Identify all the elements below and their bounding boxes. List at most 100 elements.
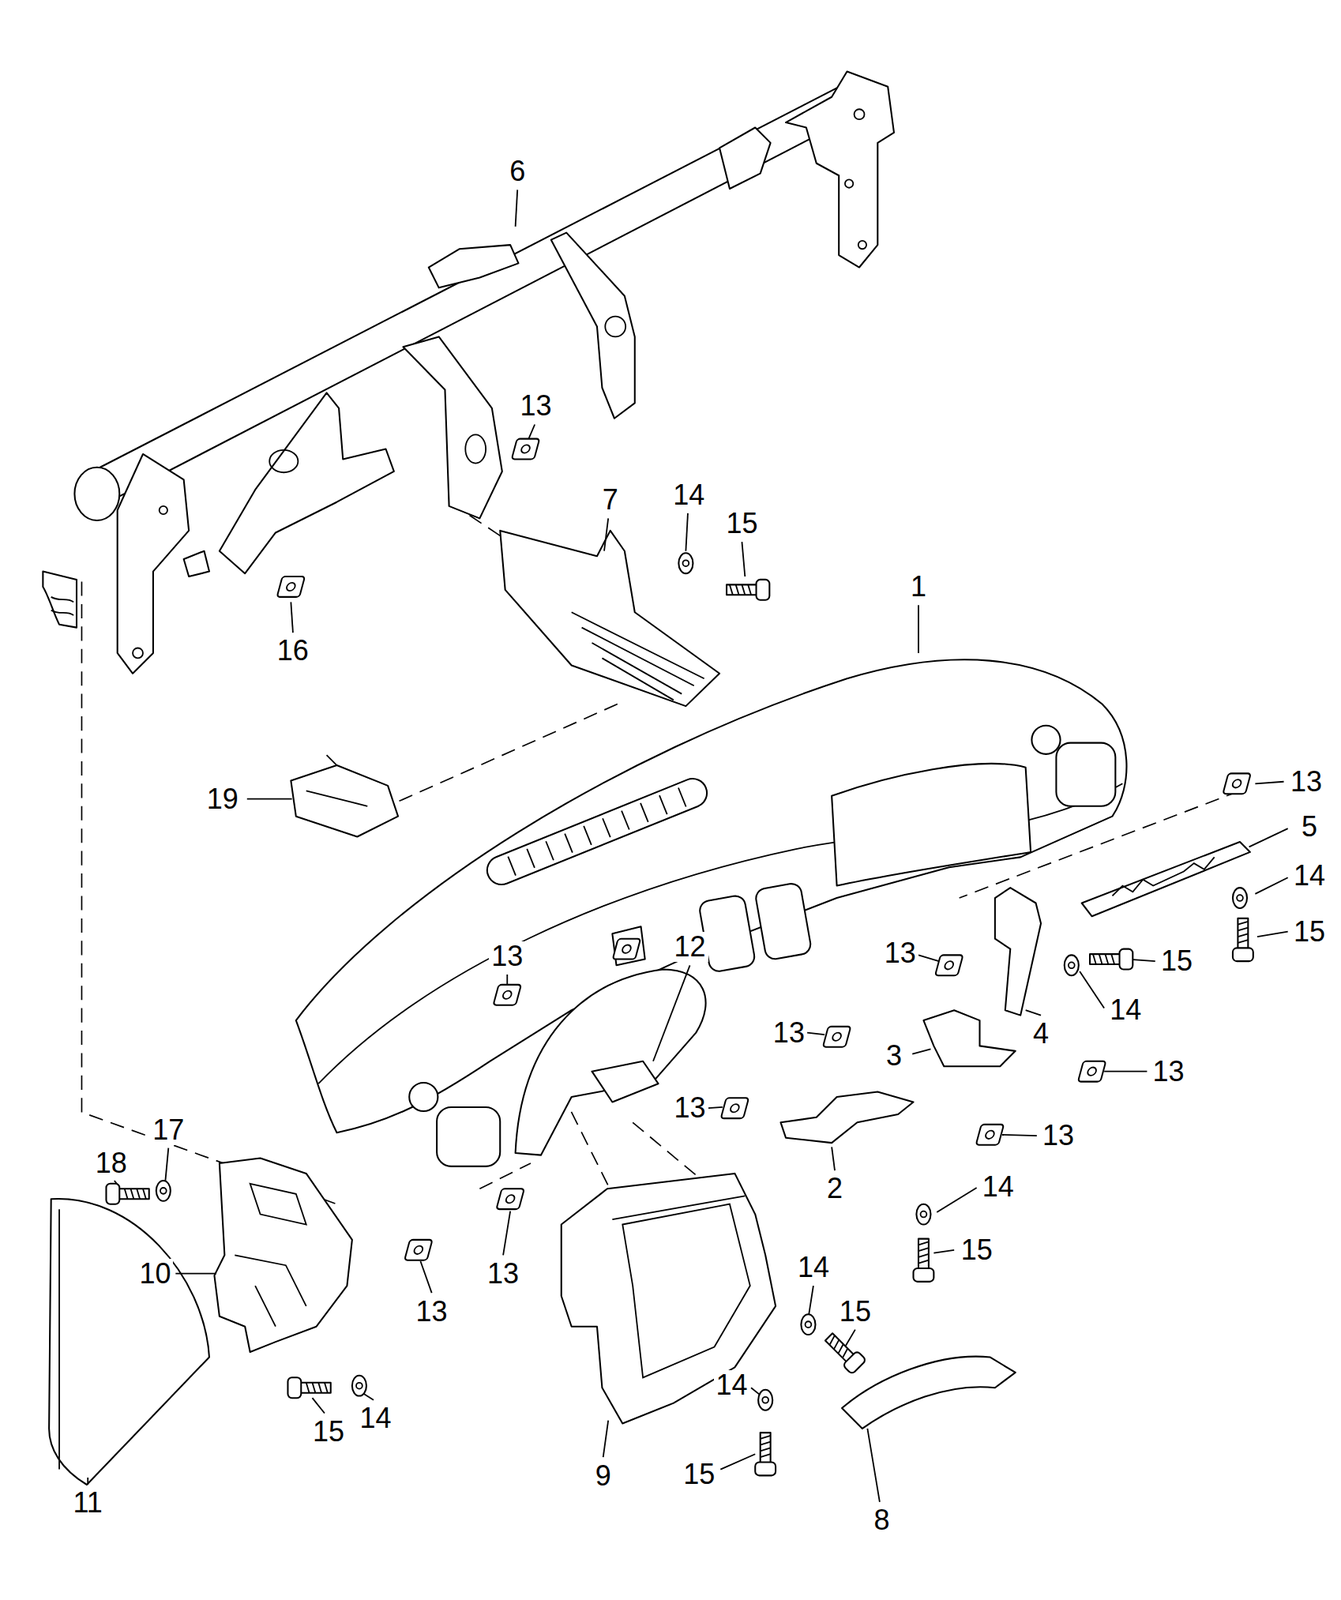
- clip-nut: [493, 984, 522, 1006]
- washer: [683, 559, 690, 567]
- leader-line: [503, 1211, 511, 1256]
- washer: [800, 1314, 816, 1335]
- washer: [352, 1375, 367, 1397]
- air-duct: [499, 530, 720, 707]
- callout-number: 14: [1107, 995, 1144, 1026]
- leader-line: [506, 974, 508, 985]
- leader-line: [685, 513, 688, 552]
- alignment-line: [387, 704, 618, 807]
- callout-number: 13: [770, 1017, 808, 1049]
- leader-line: [845, 1329, 856, 1348]
- leader-line: [912, 1048, 931, 1054]
- callout-number: 17: [150, 1115, 187, 1146]
- washer: [758, 1389, 773, 1411]
- leader-line: [86, 1477, 89, 1485]
- leader-line: [867, 1428, 880, 1503]
- crossbar: [42, 71, 894, 673]
- callout-number: 15: [1158, 946, 1195, 977]
- mount-plate: [234, 1183, 306, 1327]
- callout-number: 15: [1291, 916, 1328, 947]
- alignment-line: [479, 1163, 531, 1189]
- bracket: [995, 887, 1041, 1016]
- callout-number: 14: [357, 1403, 395, 1434]
- leader-line: [175, 1273, 217, 1275]
- callout-number: 14: [670, 480, 707, 511]
- callout-number: 14: [1291, 860, 1328, 891]
- clip-nut: [1222, 773, 1251, 794]
- callout-number: 15: [310, 1416, 347, 1447]
- clip-nut: [976, 1124, 1004, 1146]
- screw: [1232, 918, 1254, 962]
- trim-panel: [561, 1173, 776, 1424]
- leader-line: [917, 604, 920, 654]
- callout-number: 13: [672, 1093, 709, 1124]
- callout-number: 14: [713, 1370, 751, 1401]
- leader-line: [1104, 1070, 1147, 1073]
- bracket: [781, 1092, 914, 1144]
- callout-number: 3: [883, 1040, 905, 1071]
- washer: [678, 552, 693, 574]
- strip: [1111, 856, 1214, 896]
- clip-nut: [1078, 1061, 1106, 1082]
- mount-plate: [214, 1158, 352, 1353]
- leader-line: [1257, 931, 1289, 937]
- leader-line: [1002, 1134, 1037, 1136]
- screw: [105, 1183, 149, 1205]
- leader-line: [1249, 828, 1289, 847]
- washer: [1068, 961, 1075, 969]
- callout-number: 2: [824, 1173, 846, 1204]
- screw: [913, 1239, 935, 1282]
- screw: [821, 1329, 867, 1375]
- clip-nut: [721, 1097, 749, 1119]
- callout-number: 4: [1030, 1018, 1052, 1049]
- leader-line: [741, 541, 745, 577]
- clip-nut: [511, 439, 540, 460]
- callout-number: 13: [488, 941, 526, 972]
- callout-number: 14: [795, 1252, 832, 1283]
- leader-line: [918, 954, 940, 962]
- screw: [726, 579, 770, 601]
- callout-number: 1: [908, 571, 929, 602]
- callout-number: 18: [93, 1148, 130, 1179]
- callout-number: 6: [507, 156, 528, 187]
- washer: [805, 1321, 812, 1328]
- alignment-line: [81, 581, 337, 1204]
- callout-number: 13: [1288, 766, 1325, 797]
- washer: [916, 1204, 931, 1225]
- leader-line: [1025, 1010, 1041, 1015]
- clip: [306, 755, 369, 807]
- leader-line: [936, 1187, 977, 1213]
- clip-nut: [612, 939, 641, 960]
- leader-line: [708, 1107, 723, 1109]
- leader-line: [528, 424, 535, 440]
- callout-number: 14: [980, 1171, 1017, 1203]
- screw: [1089, 949, 1133, 970]
- leader-line: [515, 189, 519, 227]
- dashboard-panel: [296, 659, 1127, 1167]
- leader-line: [311, 1397, 325, 1413]
- callout-number: 16: [274, 635, 312, 666]
- callout-number: 15: [837, 1296, 874, 1327]
- leader-line: [831, 1146, 835, 1171]
- leader-line: [247, 798, 293, 801]
- callout-number: 19: [204, 784, 241, 815]
- callout-number: 9: [593, 1461, 614, 1492]
- washer: [156, 1180, 171, 1202]
- alignment-line: [561, 1092, 613, 1195]
- clip-nut: [495, 1188, 524, 1210]
- washer: [920, 1211, 928, 1218]
- washer: [160, 1187, 167, 1195]
- cover: [58, 1209, 61, 1469]
- leader-line: [1254, 877, 1288, 894]
- callout-number: 10: [136, 1258, 173, 1289]
- washer: [1232, 887, 1248, 909]
- clip-nut: [822, 1026, 851, 1048]
- callout-number: 13: [882, 938, 919, 969]
- callout-number: 12: [672, 931, 709, 962]
- leader-line: [1254, 781, 1284, 785]
- callout-number: 15: [723, 508, 760, 539]
- alignment-line: [469, 515, 500, 537]
- callout-number: 15: [680, 1459, 718, 1490]
- leader-line: [933, 1250, 955, 1254]
- leader-line: [290, 601, 293, 633]
